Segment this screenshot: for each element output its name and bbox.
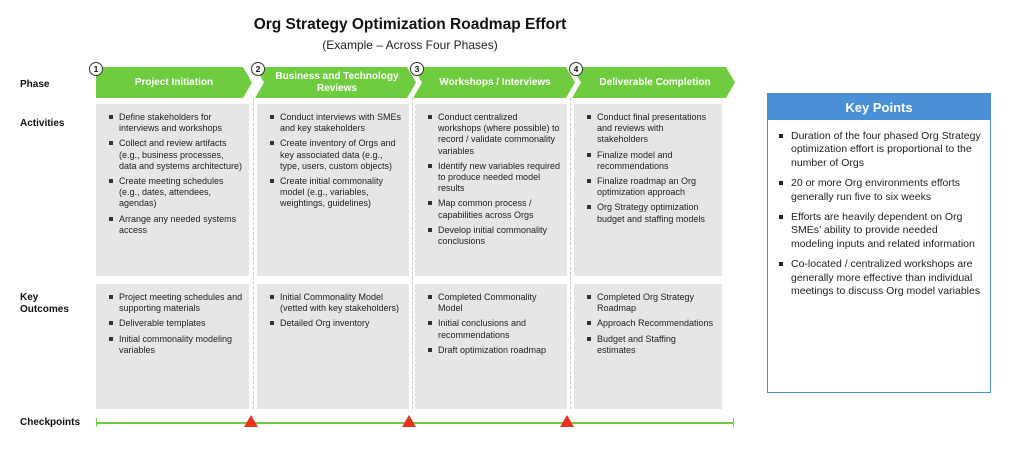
phase-number-2: 2	[251, 62, 265, 76]
activities-box-3: Conduct centralized workshops (where pos…	[415, 104, 567, 276]
key-points-title: Key Points	[768, 94, 990, 120]
outcomes-box-3: Completed Commonality Model Initial conc…	[415, 284, 567, 409]
checkpoint-start-tick	[96, 418, 97, 427]
activity-item: Conduct centralized workshops (where pos…	[427, 112, 561, 157]
activity-item: Map common process / capabilities across…	[427, 198, 561, 220]
outcomes-box-2: Initial Commonality Model (vetted with k…	[257, 284, 409, 409]
outcome-item: Initial commonality modeling variables	[108, 334, 243, 356]
activity-item: Arrange any needed systems access	[108, 214, 243, 236]
row-label-checkpoints: Checkpoints	[20, 417, 81, 428]
checkpoint-marker	[560, 415, 574, 427]
activity-item: Create inventory of Orgs and key associa…	[269, 138, 403, 172]
phase-label-2: Business and Technology Reviews	[275, 70, 399, 94]
outcome-item: Initial Commonality Model (vetted with k…	[269, 292, 403, 314]
outcomes-box-1: Project meeting schedules and supporting…	[96, 284, 249, 409]
outcome-item: Detailed Org inventory	[269, 318, 403, 329]
activities-box-1: Define stakeholders for interviews and w…	[96, 104, 249, 276]
activity-item: Conduct interviews with SMEs and key sta…	[269, 112, 403, 134]
phase-arrow-2	[255, 67, 416, 98]
outcome-item: Project meeting schedules and supporting…	[108, 292, 243, 314]
phase-number-1: 1	[89, 62, 103, 76]
outcome-item: Approach Recommendations	[586, 318, 716, 329]
row-label-key-outcomes: Key Outcomes	[20, 292, 69, 315]
activity-item: Finalize model and recommendations	[586, 150, 716, 172]
activity-item: Develop initial commonality conclusions	[427, 225, 561, 247]
phase-arrow-1	[96, 67, 252, 98]
activity-item: Define stakeholders for interviews and w…	[108, 112, 243, 134]
activity-item: Create initial commonality model (e.g., …	[269, 176, 403, 210]
activity-item: Create meeting schedules (e.g., dates, a…	[108, 176, 243, 210]
activities-box-2: Conduct interviews with SMEs and key sta…	[257, 104, 409, 276]
key-point-item: 20 or more Org environments efforts gene…	[778, 177, 982, 204]
activity-item: Conduct final presentations and reviews …	[586, 112, 716, 146]
activity-item: Collect and review artifacts (e.g., busi…	[108, 138, 243, 172]
outcome-item: Budget and Staffing estimates	[586, 334, 716, 356]
outcome-item: Initial conclusions and recommendations	[427, 318, 561, 340]
key-point-item: Co-located / centralized workshops are g…	[778, 258, 982, 298]
diagram-subtitle: (Example – Across Four Phases)	[322, 38, 498, 52]
checkpoint-end-tick	[733, 418, 734, 427]
activity-item: Org Strategy optimization budget and sta…	[586, 202, 716, 224]
activities-box-4: Conduct final presentations and reviews …	[574, 104, 722, 276]
phase-arrow-3	[413, 67, 575, 98]
activity-item: Identify new variables required to produ…	[427, 161, 561, 195]
checkpoint-marker	[244, 415, 258, 427]
phase-number-4: 4	[569, 62, 583, 76]
phase-arrow-4	[572, 67, 735, 98]
outcome-item: Draft optimization roadmap	[427, 345, 561, 356]
outcome-item: Deliverable templates	[108, 318, 243, 329]
phase-number-3: 3	[410, 62, 424, 76]
phase-label-1: Project Initiation	[134, 76, 214, 88]
outcome-item: Completed Org Strategy Roadmap	[586, 292, 716, 314]
key-point-item: Efforts are heavily dependent on Org SME…	[778, 211, 982, 251]
phase-label-4: Deliverable Completion	[599, 76, 711, 88]
phase-divider	[412, 98, 413, 409]
row-label-phase: Phase	[20, 79, 50, 90]
row-label-activities: Activities	[20, 118, 65, 129]
key-point-item: Duration of the four phased Org Strategy…	[778, 130, 982, 170]
outcomes-box-4: Completed Org Strategy Roadmap Approach …	[574, 284, 722, 409]
phase-label-3: Workshops / Interviews	[439, 76, 551, 88]
checkpoint-marker	[402, 415, 416, 427]
diagram-title: Org Strategy Optimization Roadmap Effort	[253, 16, 567, 33]
phase-divider	[253, 98, 254, 409]
activity-item: Finalize roadmap an Org optimization app…	[586, 176, 716, 198]
outcome-item: Completed Commonality Model	[427, 292, 561, 314]
key-points-panel: Key Points Duration of the four phased O…	[767, 93, 991, 393]
phase-divider	[570, 98, 571, 409]
